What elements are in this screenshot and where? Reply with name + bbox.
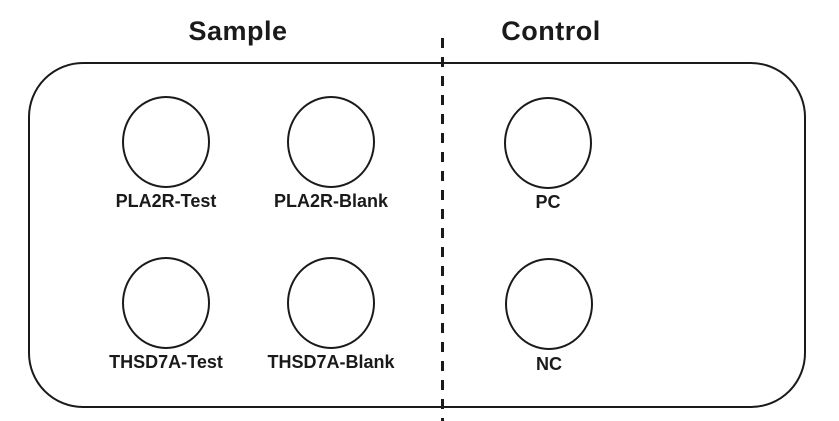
well-nc — [505, 258, 593, 350]
well-pla2r-blank — [287, 96, 375, 188]
control-section-header: Control — [501, 16, 601, 46]
well-label-pc: PC — [535, 192, 561, 212]
test-card-outline — [28, 62, 806, 408]
well-label-pla2r-test: PLA2R-Test — [115, 191, 217, 211]
well-label-thsd7a-blank: THSD7A-Blank — [267, 352, 395, 372]
well-label-pla2r-blank: PLA2R-Blank — [273, 191, 389, 211]
well-pla2r-test — [122, 96, 210, 188]
well-label-nc: NC — [536, 354, 562, 374]
section-divider-dashed-line — [441, 38, 444, 421]
well-pc — [504, 97, 592, 189]
sample-section-header: Sample — [188, 16, 288, 46]
well-thsd7a-test — [122, 257, 210, 349]
well-thsd7a-blank — [287, 257, 375, 349]
well-label-thsd7a-test: THSD7A-Test — [109, 352, 223, 372]
